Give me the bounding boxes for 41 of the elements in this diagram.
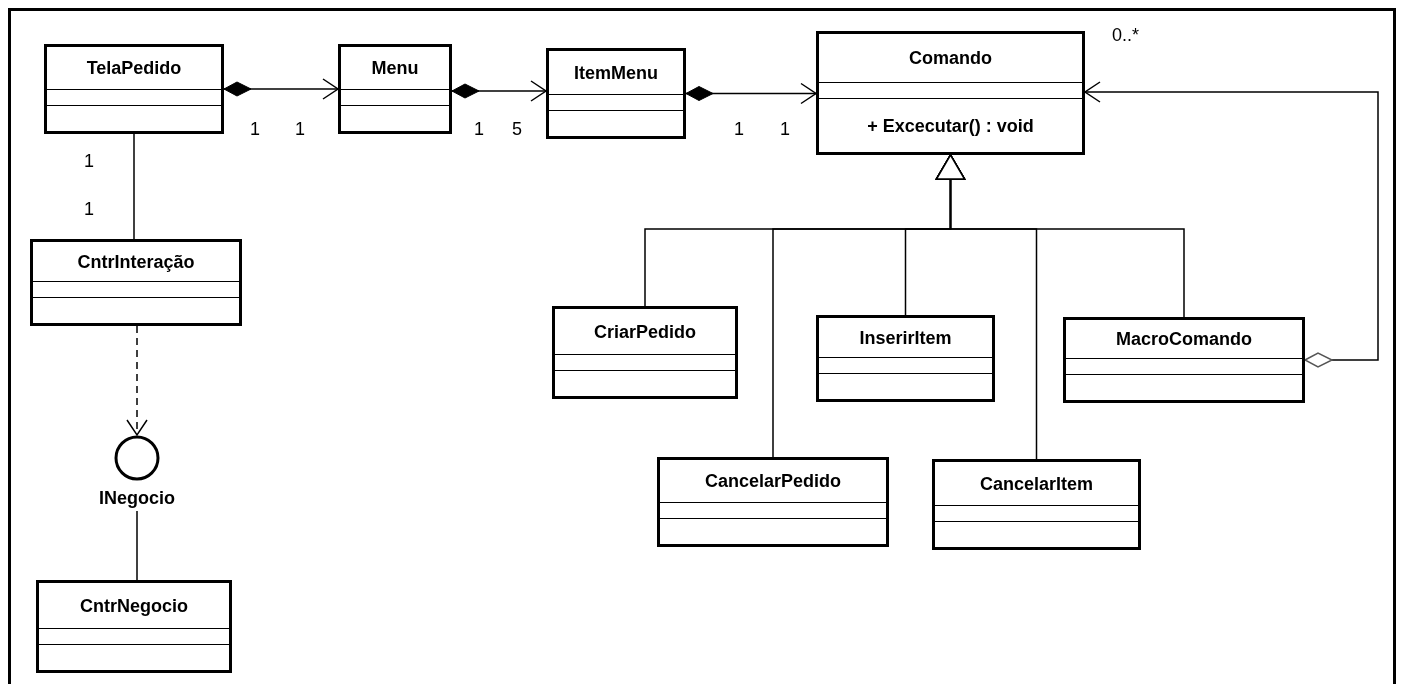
association-line xyxy=(126,325,148,436)
class-box xyxy=(816,31,1085,155)
class-name: CancelarPedido xyxy=(704,472,841,490)
class-operation: + Excecutar() : void xyxy=(867,116,1034,135)
class-name: CntrInteração xyxy=(77,252,195,271)
class-name: Menu xyxy=(371,59,419,77)
class-name: Comando xyxy=(909,49,992,67)
interface-name: INegocio xyxy=(99,489,175,507)
class-name: ItemMenu xyxy=(574,63,658,82)
multiplicity-label: 0..* xyxy=(1112,26,1140,44)
multiplicity-label: 1 xyxy=(734,120,744,138)
association-line xyxy=(685,82,817,105)
multiplicity-label: 1 xyxy=(474,120,484,138)
class-name: CancelarItem xyxy=(979,474,1094,493)
association-line xyxy=(136,510,138,581)
class-box xyxy=(1063,317,1305,403)
class-box xyxy=(338,44,452,134)
class-box xyxy=(30,239,242,326)
class-box xyxy=(546,48,686,139)
generalization-arrow xyxy=(935,154,1185,318)
association-line xyxy=(223,78,339,100)
multiplicity-label: 5 xyxy=(512,120,522,138)
class-box xyxy=(36,580,232,673)
multiplicity-label: 1 xyxy=(295,120,305,138)
class-box xyxy=(657,457,889,547)
multiplicity-label: 1 xyxy=(84,152,94,170)
class-box xyxy=(552,306,738,399)
multiplicity-label: 1 xyxy=(250,120,260,138)
class-box xyxy=(932,459,1141,550)
class-name: TelaPedido xyxy=(86,59,182,77)
multiplicity-label: 1 xyxy=(84,200,94,218)
class-name: CntrNegocio xyxy=(80,596,188,615)
class-box xyxy=(816,315,995,402)
multiplicity-label: 1 xyxy=(780,120,790,138)
association-line xyxy=(133,133,135,240)
class-name: InserirItem xyxy=(859,328,952,347)
association-line xyxy=(1084,81,1379,368)
class-name: MacroComando xyxy=(1116,330,1252,348)
class-box xyxy=(44,44,224,134)
association-line xyxy=(451,80,547,102)
class-name: CriarPedido xyxy=(594,322,696,341)
